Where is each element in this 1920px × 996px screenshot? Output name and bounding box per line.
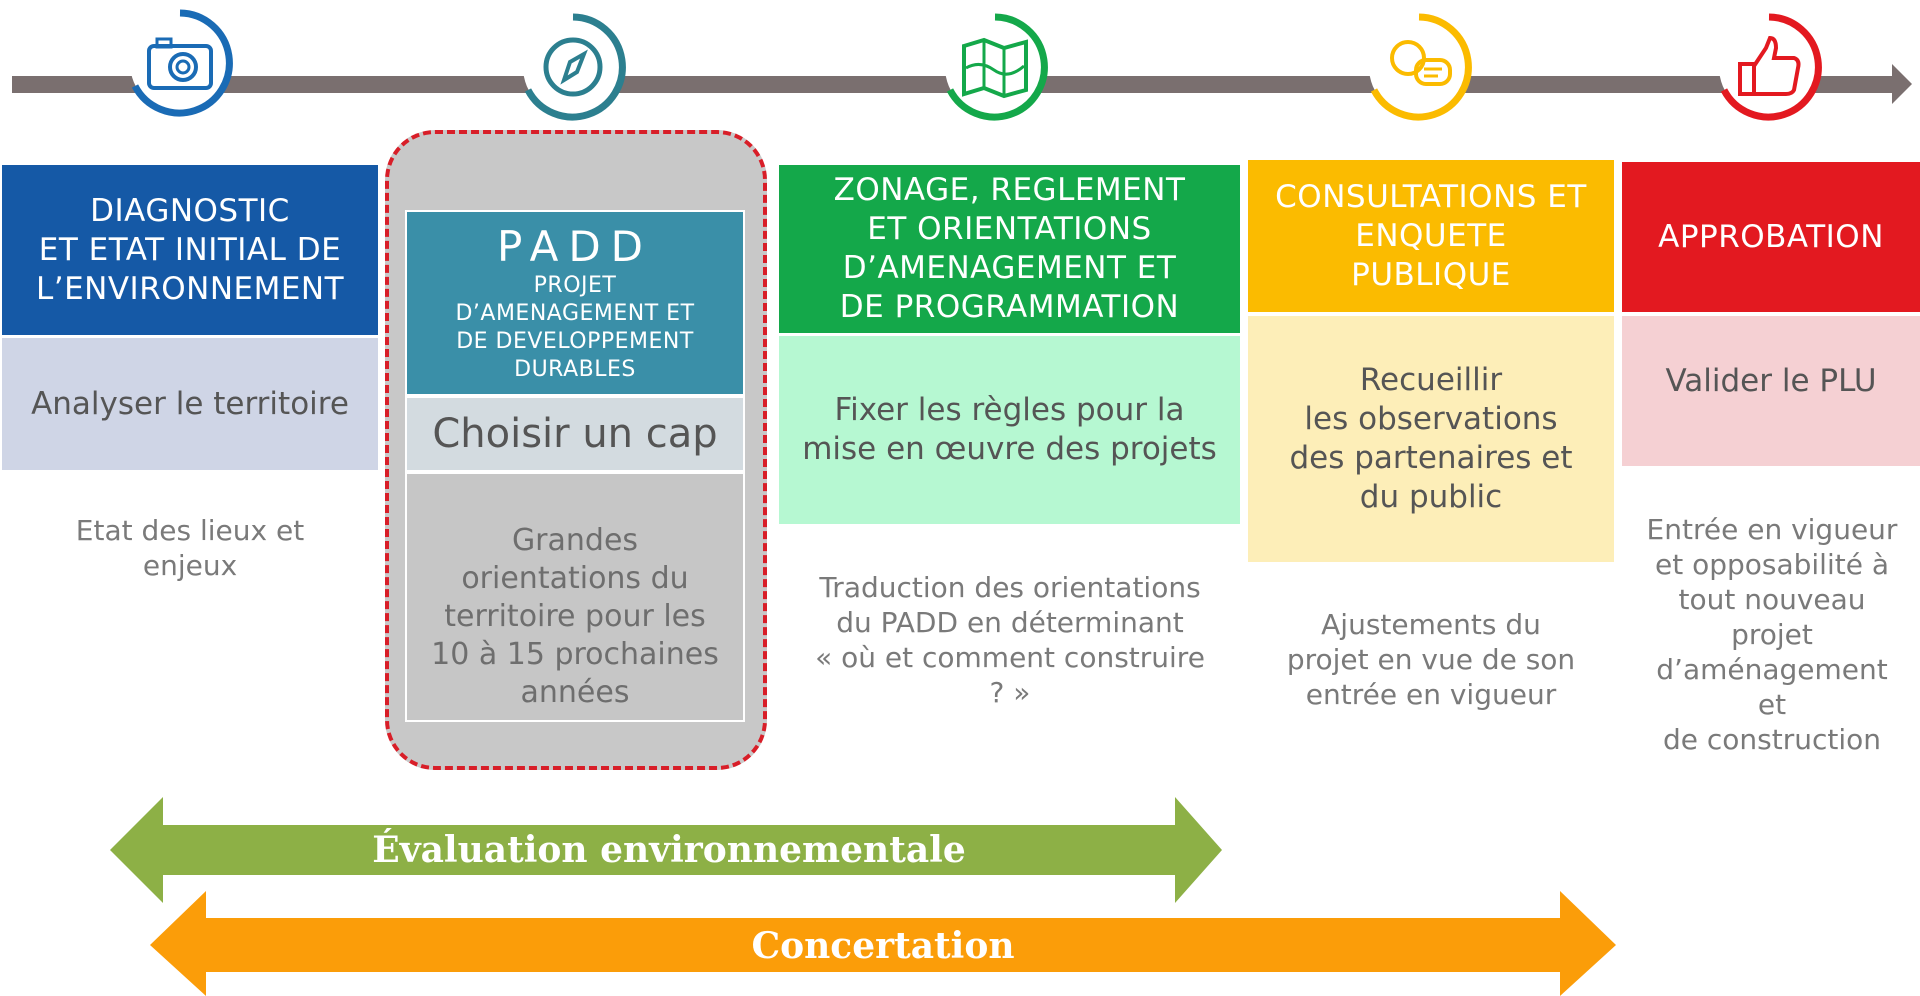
diagnostic-header: DIAGNOSTIC ET ETAT INITIAL DE L’ENVIRONN… <box>2 165 378 335</box>
desc-line: Etat des lieux et <box>75 514 305 547</box>
chat-icon <box>1364 12 1474 122</box>
subtitle-line: des partenaires et <box>1289 440 1573 476</box>
subtitle-line: Recueillir <box>1359 362 1503 398</box>
consultations-subtitle-box: Recueillir les observations des partenai… <box>1248 316 1614 562</box>
map-icon <box>940 12 1050 122</box>
desc-line: d’aménagement <box>1656 653 1888 686</box>
approbation-header: APPROBATION <box>1622 162 1920 312</box>
header-line: ENQUETE <box>1355 217 1507 254</box>
diagnostic-subtitle-box: Analyser le territoire <box>2 338 378 470</box>
header-line: D’AMENAGEMENT ET <box>455 301 695 326</box>
header-line: ET ETAT INITIAL DE <box>38 231 342 268</box>
desc-line: enjeux <box>142 549 238 582</box>
padd-header: PADD PROJET D’AMENAGEMENT ET DE DEVELOPP… <box>405 210 745 396</box>
evaluation-label: Évaluation environnementale <box>372 829 966 871</box>
padd-subtitle-box: Choisir un cap <box>405 396 745 472</box>
desc-line: projet en vue de son <box>1286 643 1576 676</box>
desc-line: années <box>520 675 630 710</box>
subtitle-line: Fixer les règles pour la <box>834 392 1185 428</box>
consultations-header: CONSULTATIONS ET ENQUETE PUBLIQUE <box>1248 160 1614 312</box>
padd-title: PADD <box>496 222 654 271</box>
subtitle-line: mise en œuvre des projets <box>802 431 1217 467</box>
header-line: DE DEVELOPPEMENT <box>456 329 694 354</box>
consultations-description: Ajustements du projet en vue de son entr… <box>1258 607 1604 712</box>
subtitle-line: les observations <box>1304 401 1558 437</box>
approbation-subtitle-box: Valider le PLU <box>1622 316 1920 466</box>
desc-line: 10 à 15 prochaines <box>431 637 719 672</box>
zonage-header: ZONAGE, REGLEMENT ET ORIENTATIONS D’AMEN… <box>779 165 1240 333</box>
desc-line: orientations du <box>461 561 689 596</box>
desc-line: territoire pour les <box>444 599 706 634</box>
diagnostic-subtitle: Analyser le territoire <box>31 385 349 422</box>
subtitle-line: du public <box>1359 479 1503 515</box>
desc-line: Traduction des orientations <box>819 571 1201 604</box>
concertation-arrow-shape <box>150 891 1616 996</box>
desc-line: et opposabilité à <box>1654 548 1890 581</box>
header-line: ET ORIENTATIONS <box>867 211 1152 247</box>
header-line: DE PROGRAMMATION <box>839 289 1180 325</box>
zonage-description: Traduction des orientations du PADD en d… <box>789 570 1231 710</box>
header-line: DURABLES <box>514 357 636 382</box>
desc-line: « où et comment construire <box>815 641 1205 674</box>
diagnostic-description: Etat des lieux et enjeux <box>30 513 350 583</box>
desc-line: et <box>1757 688 1787 721</box>
header-line: CONSULTATIONS ET <box>1275 178 1587 215</box>
desc-line: Entrée en vigueur <box>1646 513 1898 546</box>
header-line: D’AMENAGEMENT ET <box>842 250 1177 286</box>
header-line: ZONAGE, REGLEMENT <box>833 172 1186 208</box>
concertation-label: Concertation <box>751 925 1015 967</box>
desc-line: Ajustements du <box>1321 608 1541 641</box>
desc-line: ? » <box>989 676 1031 709</box>
desc-line: entrée en vigueur <box>1305 678 1557 711</box>
approbation-subtitle: Valider le PLU <box>1665 363 1877 399</box>
header-line: APPROBATION <box>1658 218 1884 255</box>
zonage-subtitle-box: Fixer les règles pour la mise en œuvre d… <box>779 336 1240 524</box>
approbation-description: Entrée en vigueur et opposabilité à tout… <box>1632 512 1912 757</box>
evaluation-arrow-shape <box>110 797 1222 903</box>
timeline-arrowhead <box>1892 64 1912 104</box>
padd-subtitle: Choisir un cap <box>432 410 718 457</box>
camera-icon <box>125 8 235 118</box>
header-line: L’ENVIRONNEMENT <box>35 270 345 307</box>
padd-description: Grandes orientations du territoire pour … <box>405 472 745 722</box>
desc-line: de construction <box>1662 723 1882 756</box>
header-line: DIAGNOSTIC <box>90 192 290 229</box>
compass-icon <box>518 12 628 122</box>
header-line: PUBLIQUE <box>1351 256 1511 293</box>
desc-line: tout nouveau <box>1678 583 1866 616</box>
desc-line: Grandes <box>511 523 639 558</box>
desc-line: du PADD en déterminant <box>836 606 1184 639</box>
desc-line: projet <box>1731 618 1813 651</box>
header-line: PROJET <box>533 273 617 298</box>
thumbs-up-icon <box>1714 12 1824 122</box>
